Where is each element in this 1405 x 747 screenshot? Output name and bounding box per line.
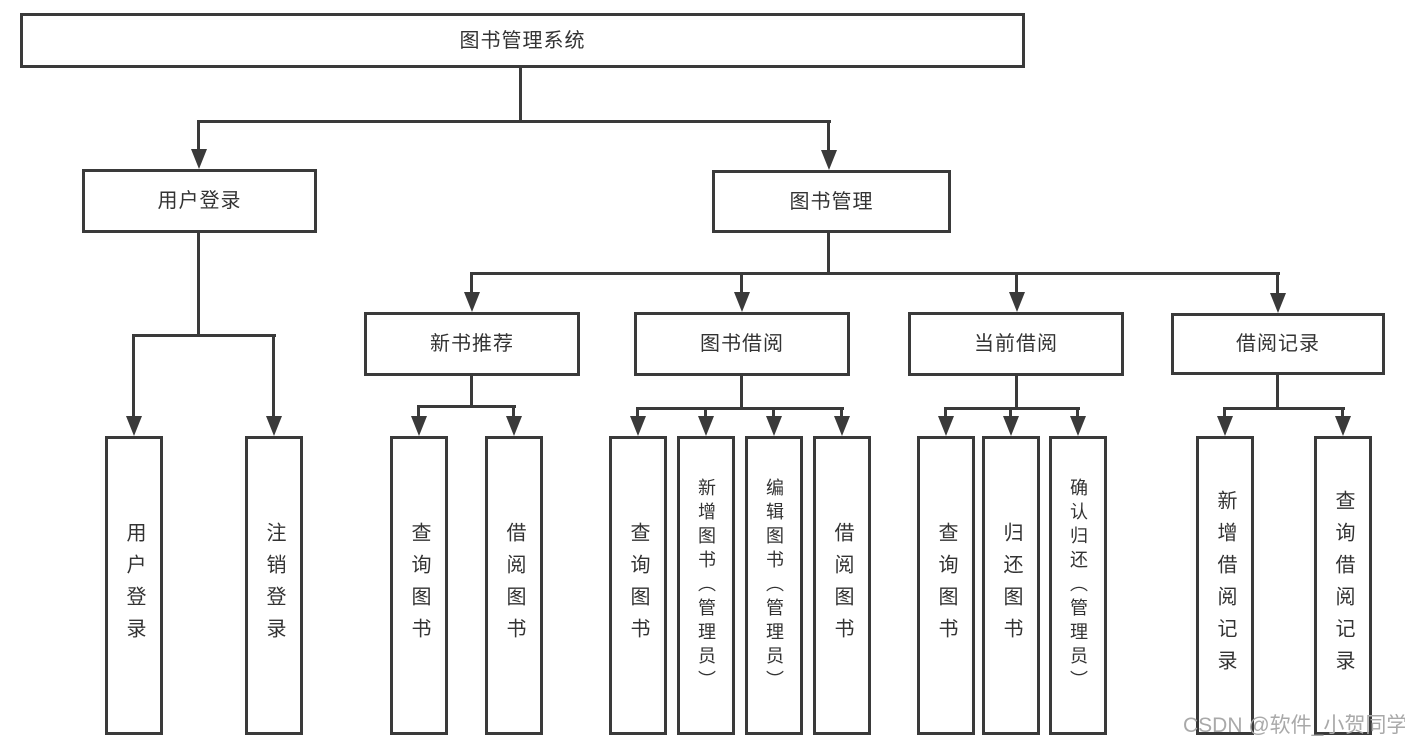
node-user-login-label: 用户登录 [157,190,242,212]
node-leaf-query-books-3: 查询图书 [917,436,975,735]
node-leaf-logout: 注销登录 [245,436,303,735]
node-leaf-add-book-admin: 新增图书（管理员） [677,436,735,735]
arrow-down-icon [191,149,207,169]
connector-stem-leaf [704,407,707,418]
arrow-down-icon [630,416,646,436]
connector-stem-new-book [470,272,473,296]
node-new-book-recommend: 新书推荐 [364,312,580,376]
arrow-down-icon [464,292,480,312]
csdn-watermark: CSDN @软件_小贺同学 [1183,714,1405,737]
connector-stem-book-mgmt [827,120,830,152]
connector-level2-bar [197,120,831,123]
connector-stem-leaf [512,405,515,418]
node-leaf-borrow-books-1: 借阅图书 [485,436,543,735]
node-leaf-confirm-return-admin: 确认归还（管理员） [1049,436,1107,735]
connector-current-borrow-bar [944,407,1080,410]
arrow-down-icon [1217,416,1233,436]
connector-book-mgmt-trunk [827,233,830,274]
arrow-down-icon [938,416,954,436]
arrow-down-icon [698,416,714,436]
connector-stem-leaf [944,407,947,418]
arrow-down-icon [734,292,750,312]
connector-book-borrow-bar [636,407,844,410]
node-user-login: 用户登录 [82,169,317,233]
connector-stem-leaf-user-login [132,334,135,418]
arrow-down-icon [506,416,522,436]
arrow-down-icon [1003,416,1019,436]
arrow-down-icon [411,416,427,436]
connector-borrow-record-trunk [1276,375,1279,409]
arrow-down-icon [766,416,782,436]
node-leaf-query-books-1: 查询图书 [390,436,448,735]
node-root: 图书管理系统 [20,13,1025,68]
connector-stem-current-borrow [1015,272,1018,296]
connector-user-login-trunk [197,233,200,336]
node-leaf-borrow-books-2-label: 借阅图书 [831,521,853,650]
node-leaf-add-book-admin-label: 新增图书（管理员） [696,477,716,694]
node-current-borrow-label: 当前借阅 [974,333,1058,355]
node-leaf-add-borrow-record: 新增借阅记录 [1196,436,1254,735]
node-leaf-borrow-books-1-label: 借阅图书 [503,521,525,650]
node-borrow-record-label: 借阅记录 [1236,333,1320,355]
node-leaf-add-borrow-record-label: 新增借阅记录 [1214,489,1236,682]
node-book-borrow-label: 图书借阅 [700,333,784,355]
arrow-down-icon [266,416,282,436]
connector-level3-bar [470,272,1280,275]
connector-new-book-trunk [470,376,473,407]
connector-stem-leaf [1223,407,1226,418]
node-leaf-query-books-2-label: 查询图书 [627,521,649,650]
connector-stem-leaf [417,405,420,418]
node-leaf-logout-label: 注销登录 [263,521,285,650]
connector-stem-book-borrow [740,272,743,296]
connector-root-trunk [519,68,522,123]
node-leaf-return-book-label: 归还图书 [1000,521,1022,650]
connector-new-book-bar [417,405,516,408]
connector-current-borrow-trunk [1015,376,1018,409]
node-leaf-confirm-return-admin-label: 确认归还（管理员） [1068,477,1088,694]
connector-stem-leaf [1341,407,1344,418]
node-leaf-query-borrow-record: 查询借阅记录 [1314,436,1372,735]
connector-book-borrow-trunk [740,376,743,409]
connector-borrow-record-bar [1223,407,1345,410]
node-borrow-record: 借阅记录 [1171,313,1385,375]
connector-stem-leaf [1076,407,1079,418]
node-leaf-user-login-label: 用户登录 [123,521,145,650]
connector-stem-leaf [840,407,843,418]
arrow-down-icon [1270,293,1286,313]
arrow-down-icon [126,416,142,436]
node-new-book-recommend-label: 新书推荐 [430,333,514,355]
node-leaf-query-books-2: 查询图书 [609,436,667,735]
node-leaf-return-book: 归还图书 [982,436,1040,735]
connector-stem-borrow-record [1276,272,1279,296]
node-leaf-borrow-books-2: 借阅图书 [813,436,871,735]
node-book-mgmt-label: 图书管理 [789,190,874,213]
node-book-mgmt: 图书管理 [712,170,951,233]
arrow-down-icon [834,416,850,436]
arrow-down-icon [1070,416,1086,436]
node-leaf-query-books-1-label: 查询图书 [408,521,430,650]
arrow-down-icon [1335,416,1351,436]
node-leaf-edit-book-admin-label: 编辑图书（管理员） [764,477,784,694]
connector-user-login-bar [132,334,276,337]
node-leaf-user-login: 用户登录 [105,436,163,735]
connector-stem-leaf [636,407,639,418]
node-root-label: 图书管理系统 [459,29,586,52]
arrow-down-icon [821,150,837,170]
arrow-down-icon [1009,292,1025,312]
node-leaf-query-borrow-record-label: 查询借阅记录 [1332,489,1354,682]
connector-stem-leaf-logout [272,334,275,418]
node-leaf-edit-book-admin: 编辑图书（管理员） [745,436,803,735]
connector-stem-user-login [197,120,200,152]
node-leaf-query-books-3-label: 查询图书 [935,521,957,650]
node-current-borrow: 当前借阅 [908,312,1124,376]
connector-stem-leaf [772,407,775,418]
node-book-borrow: 图书借阅 [634,312,850,376]
connector-stem-leaf [1009,407,1012,418]
